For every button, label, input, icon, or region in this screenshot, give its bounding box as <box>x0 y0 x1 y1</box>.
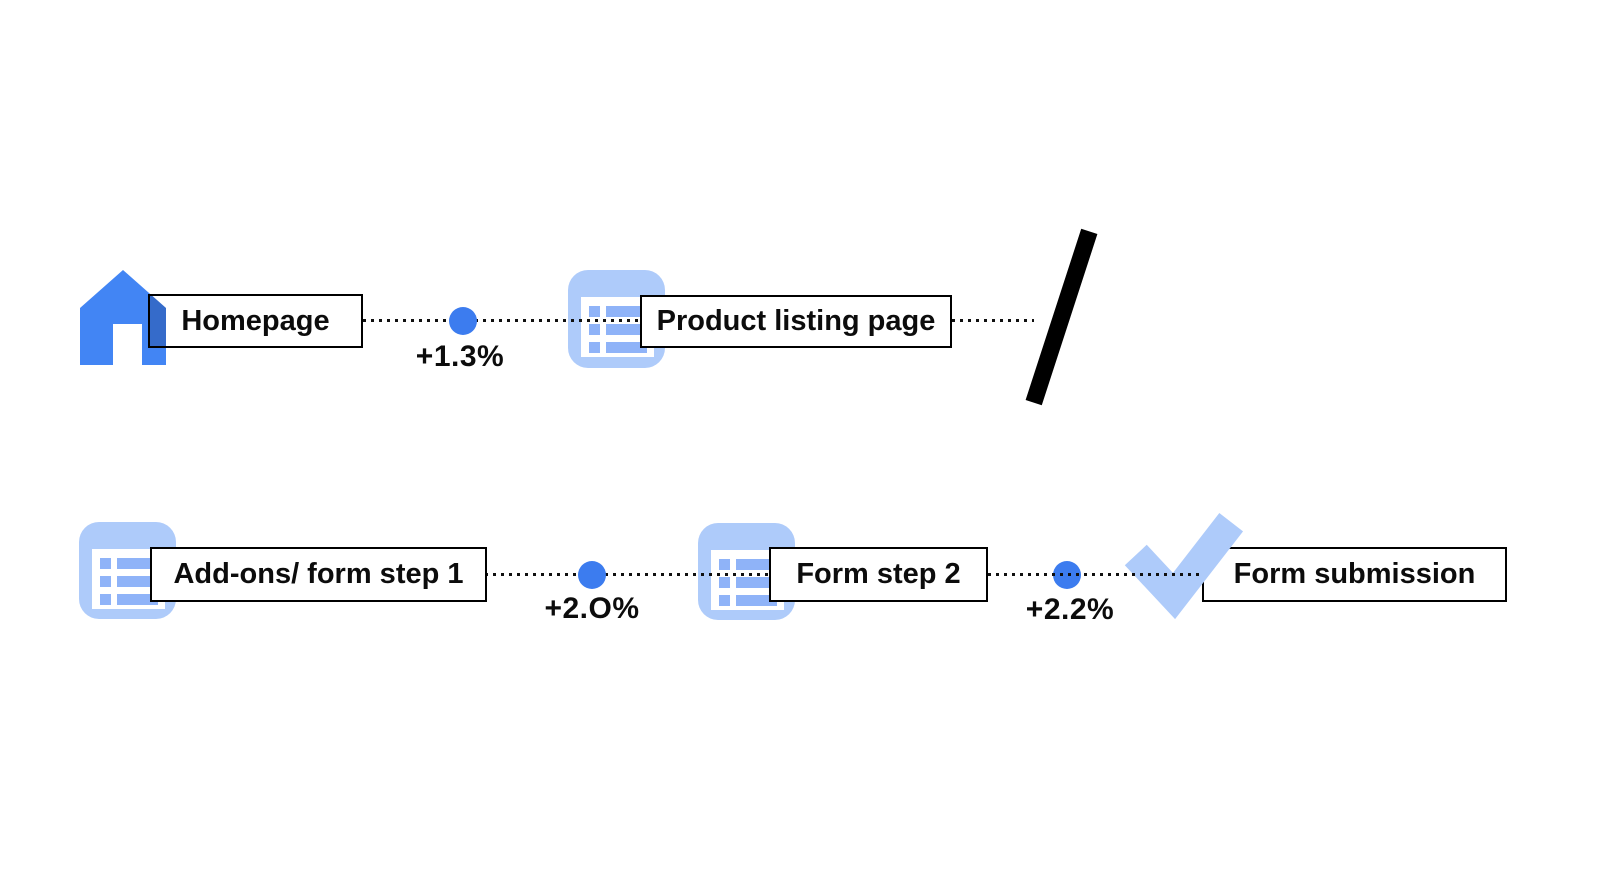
check-icon <box>1124 512 1244 620</box>
step-label-homepage: Homepage <box>148 294 363 348</box>
connector-dot-icon <box>578 561 606 589</box>
connector-dot-icon <box>449 307 477 335</box>
uplift-value: +2.2% <box>1025 593 1115 626</box>
step-label-form-step-2: Form step 2 <box>769 547 988 602</box>
step-label-text: Homepage <box>181 304 330 337</box>
step-label-addons: Add-ons/ form step 1 <box>150 547 487 602</box>
step-label-text: Form submission <box>1233 558 1476 590</box>
step-label-form-submission: Form submission <box>1202 547 1507 602</box>
home-icon <box>80 270 166 365</box>
step-label-text: Form step 2 <box>796 558 961 590</box>
dotted-connector <box>485 573 769 576</box>
step-label-text: Product listing page <box>656 305 936 337</box>
uplift-value: +2.O% <box>544 592 640 625</box>
dotted-connector <box>363 319 640 322</box>
dotted-connector <box>952 319 1034 322</box>
step-label-text: Add-ons/ form step 1 <box>173 558 464 590</box>
step-label-product-listing: Product listing page <box>640 295 952 348</box>
uplift-value: +1.3% <box>415 340 505 373</box>
dotted-connector <box>988 573 1202 576</box>
truncation-slash-icon <box>1025 228 1098 406</box>
